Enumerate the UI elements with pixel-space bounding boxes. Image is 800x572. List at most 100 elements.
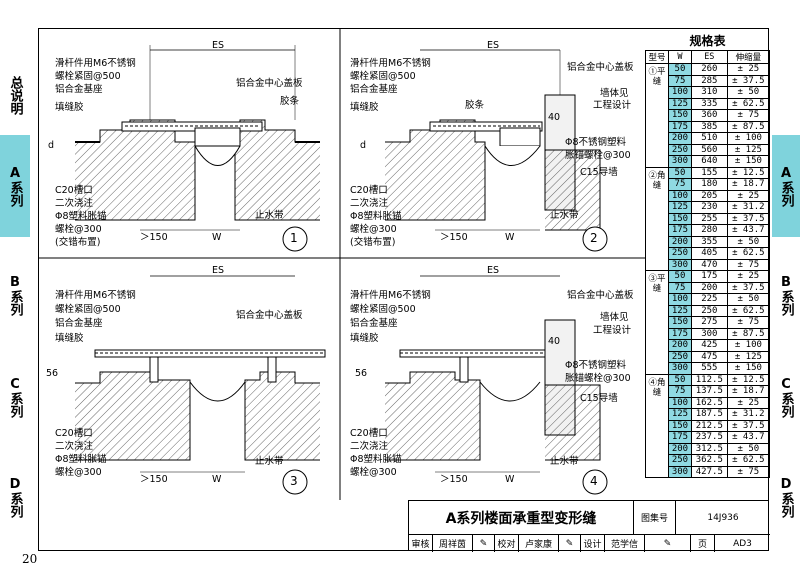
es-cell: 355 <box>690 235 728 248</box>
note-line: 工程设计 <box>593 100 632 111</box>
w-cell: 300 <box>668 465 692 478</box>
tab-series-b[interactable]: B系列 <box>0 255 30 335</box>
es-cell: 555 <box>690 362 728 375</box>
w-cell: 175 <box>668 327 692 340</box>
es-cell: 275 <box>690 316 728 329</box>
expansion-cell: ± 37.5 <box>726 212 771 225</box>
dim-40: 40 <box>548 336 561 347</box>
expansion-cell: ± 25 <box>726 189 771 202</box>
waterstop-label: 止水带 <box>550 210 579 221</box>
w-cell: 50 <box>668 63 692 76</box>
d-dimension: d <box>360 140 367 151</box>
es-cell: 362.5 <box>690 454 728 467</box>
w-cell: 175 <box>668 224 692 237</box>
expansion-cell: ± 75 <box>726 465 771 478</box>
es-cell: 230 <box>690 201 728 214</box>
design-name: 范学信 <box>605 535 645 552</box>
review-label: 审核 <box>409 535 433 552</box>
note-line: 滑杆件用M6不锈钢 <box>55 58 136 69</box>
tab-label: A系列 <box>778 165 794 207</box>
tab-series-c[interactable]: C系列 <box>0 362 30 432</box>
right-tab-series-c[interactable]: C系列 <box>772 362 800 432</box>
w-cell: 75 <box>668 74 692 87</box>
note-line: 胀锚螺栓@300 <box>565 150 631 161</box>
note-line: 填缝胶 <box>350 102 379 113</box>
note-line: 滑杆件用M6不锈钢 <box>55 290 136 301</box>
design-signature: ✎ <box>645 535 691 552</box>
tab-series-a[interactable]: A系列 <box>0 135 30 237</box>
joint-type-cell: ②角缝 <box>645 166 669 271</box>
right-tab-series-d[interactable]: D系列 <box>772 462 800 532</box>
detail-number: 1 <box>290 231 298 245</box>
es-cell: 560 <box>690 143 728 156</box>
es-dimension: ES <box>212 265 225 276</box>
waterstop-label: 止水带 <box>255 456 284 467</box>
note-line: 二次浇注 <box>350 198 389 209</box>
joint-type-cell: ④角缝 <box>645 373 669 478</box>
note-line: 胶条 <box>465 100 485 111</box>
w-cell: 200 <box>668 235 692 248</box>
drawing-title: A系列楼面承重型变形缝 <box>409 501 634 535</box>
es-cell: 640 <box>690 155 728 168</box>
note-line: 填缝胶 <box>55 333 84 344</box>
detail-2-drawing <box>385 49 608 252</box>
expansion-cell: ± 50 <box>726 293 771 306</box>
note-line: 螺栓@300 <box>55 224 102 235</box>
check-signature: ✎ <box>559 535 581 552</box>
tab-label: C系列 <box>778 376 794 418</box>
min-dimension: ＞150 <box>440 474 468 485</box>
right-tab-series-b[interactable]: B系列 <box>772 255 800 335</box>
expansion-cell: ± 50 <box>726 235 771 248</box>
es-cell: 335 <box>690 97 728 110</box>
w-cell: 100 <box>668 396 692 409</box>
expansion-cell: ± 100 <box>726 339 771 352</box>
tab-label: A系列 <box>7 165 23 207</box>
w-cell: 150 <box>668 212 692 225</box>
w-cell: 300 <box>668 155 692 168</box>
w-cell: 250 <box>668 247 692 260</box>
note-line: 铝合金中心盖板 <box>567 62 634 73</box>
tab-series-d[interactable]: D系列 <box>0 462 30 532</box>
expansion-cell: ± 25 <box>726 63 771 76</box>
es-dimension: ES <box>212 40 225 51</box>
w-cell: 50 <box>668 166 692 179</box>
note-line: C20槽口 <box>350 428 388 439</box>
note-line: Φ8不锈钢塑料 <box>565 360 627 371</box>
w-cell: 250 <box>668 350 692 363</box>
w-cell: 125 <box>668 408 692 421</box>
w-cell: 250 <box>668 143 692 156</box>
w-cell: 200 <box>668 442 692 455</box>
right-tab-series-a[interactable]: A系列 <box>772 135 800 237</box>
check-label: 校对 <box>495 535 519 552</box>
tab-general-notes[interactable]: 总说明 <box>0 60 30 130</box>
es-cell: 280 <box>690 224 728 237</box>
w-cell: 100 <box>668 293 692 306</box>
expansion-cell: ± 25 <box>726 396 771 409</box>
expansion-cell: ± 37.5 <box>726 419 771 432</box>
expansion-cell: ± 31.2 <box>726 201 771 214</box>
note-line: 螺栓@300 <box>350 224 397 235</box>
note-line: 螺栓@300 <box>55 467 102 478</box>
es-cell: 205 <box>690 189 728 202</box>
w-cell: 175 <box>668 120 692 133</box>
expansion-cell: ± 25 <box>726 270 771 283</box>
note-line: 填缝胶 <box>350 333 379 344</box>
header-cell: 型号 <box>645 50 669 64</box>
design-label: 设计 <box>581 535 605 552</box>
es-cell: 212.5 <box>690 419 728 432</box>
es-cell: 187.5 <box>690 408 728 421</box>
expansion-cell: ± 62.5 <box>726 454 771 467</box>
note-line: C20槽口 <box>55 428 93 439</box>
